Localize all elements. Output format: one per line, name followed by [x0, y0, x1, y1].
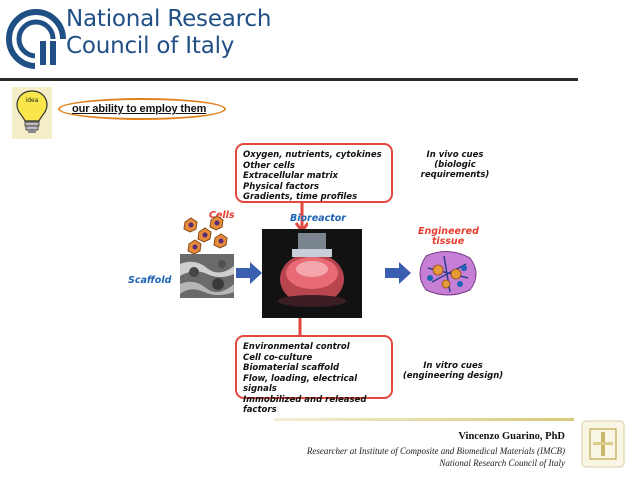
headline-oval	[58, 98, 226, 120]
cells-icon	[183, 215, 228, 255]
top-box-line: Extracellular matrix	[243, 171, 339, 181]
in-vivo-cues: In vivo cues (biologic requirements)	[400, 150, 510, 180]
top-requirements-box: Oxygen, nutrients, cytokines Other cells…	[235, 143, 393, 203]
cells-label: Cells	[209, 210, 235, 221]
in-vitro-subtitle: (engineering design)	[402, 371, 504, 381]
in-vivo-title: In vivo cues	[426, 150, 484, 160]
bulb-label: idea	[26, 97, 39, 104]
author-name: Vincenzo Guarino, PhD	[458, 431, 565, 442]
arrow-bioreactor-to-tissue-icon	[385, 262, 411, 284]
engineered-tissue-icon	[419, 251, 477, 296]
engineered-line-2: tissue	[431, 236, 465, 247]
in-vitro-title: In vitro cues	[423, 361, 483, 371]
author-organization: National Research Council of Italy	[439, 458, 565, 468]
bottom-box-line: Immobilized and released factors	[243, 394, 367, 416]
imcb-logo	[581, 420, 625, 468]
bottom-box-line: Environmental control	[243, 342, 350, 352]
lightbulb-icon: idea	[12, 87, 52, 139]
bioreactor-label: Bioreactor	[290, 213, 346, 224]
scaffold-image	[180, 254, 234, 298]
author-role: Researcher at Institute of Composite and…	[306, 446, 565, 456]
top-box-line: Physical factors	[243, 181, 320, 192]
top-box-line: Other cells	[243, 160, 295, 171]
engineered-line-1: Engineered	[418, 226, 479, 237]
bottom-box-line: Cell co-culture	[243, 352, 313, 363]
top-box-line: Oxygen, nutrients, cytokines	[243, 150, 382, 160]
bioreactor-image	[262, 229, 362, 318]
footer-divider	[274, 418, 574, 421]
in-vivo-subtitle: (biologic requirements)	[420, 160, 490, 180]
bottom-design-box: Environmental control Cell co-culture Bi…	[235, 335, 393, 415]
bottom-box-line: Biomaterial scaffold	[243, 363, 340, 373]
scaffold-label: Scaffold	[128, 275, 172, 286]
top-box-line: Gradients, time profiles	[243, 192, 358, 202]
in-vitro-cues: In vitro cues (engineering design)	[398, 361, 508, 381]
header-divider	[0, 78, 578, 81]
brand-title: National Research Council of Italy	[66, 8, 271, 58]
top-right-connector	[393, 166, 433, 230]
bottom-connector	[298, 318, 302, 336]
cnr-logo	[6, 8, 68, 70]
engineered-tissue-label: Engineered tissue	[418, 226, 479, 247]
brand-line-2: Council of Italy	[66, 33, 235, 59]
bottom-box-line: Flow, loading, electrical signals	[243, 373, 358, 395]
brand-line-1: National Research	[66, 6, 272, 32]
arrow-scaffold-to-bioreactor-icon	[236, 262, 262, 284]
headline-text: our ability to employ them	[72, 103, 207, 115]
